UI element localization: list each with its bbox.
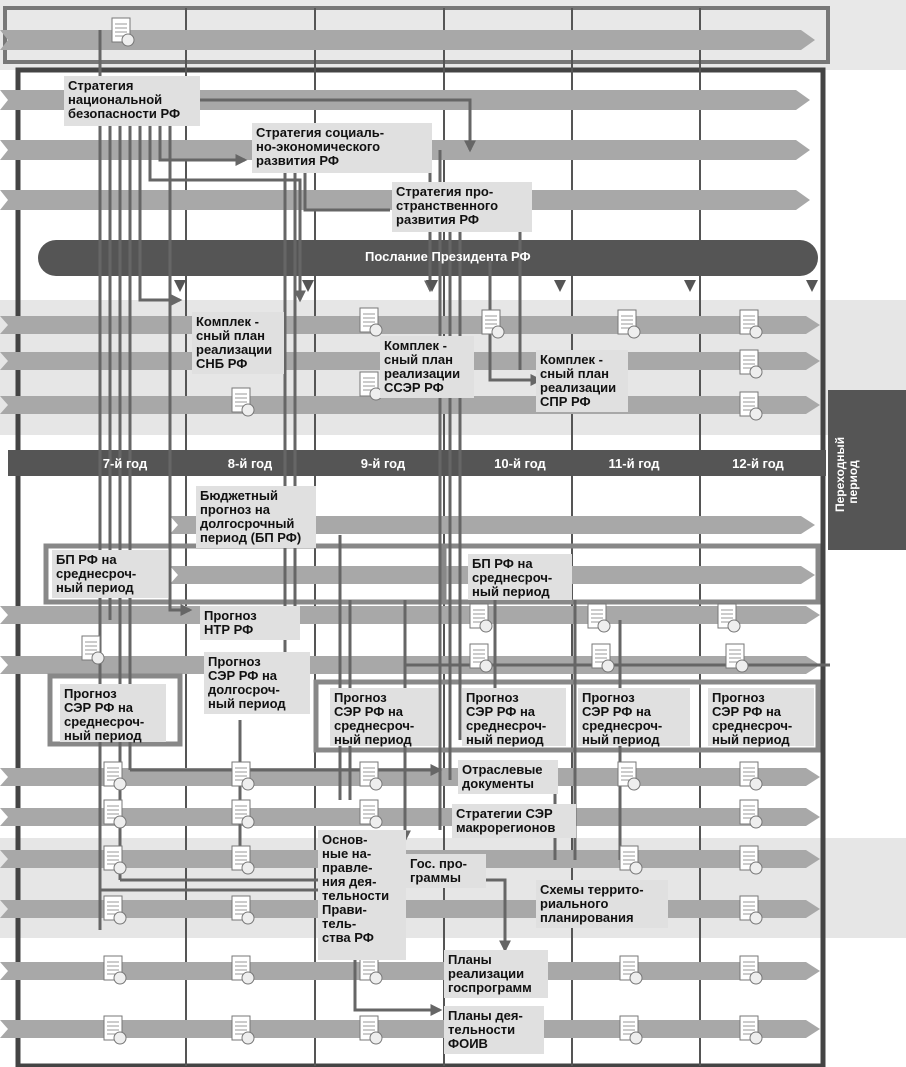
document-icon (103, 761, 127, 791)
message-arrows (174, 280, 818, 292)
flow-arrow (0, 30, 815, 50)
forecast-midterm-7: Прогноз СЭР РФ на среднесроч- ный период (60, 684, 166, 743)
document-icon (739, 349, 763, 379)
main-frame (15, 67, 826, 1067)
message-bar (38, 240, 818, 276)
document-icon (469, 643, 493, 673)
flow-arrow (0, 396, 820, 414)
state-program-plans: Планы реализации госпрограмм (444, 950, 548, 998)
document-icon (103, 1015, 127, 1045)
document-icon (739, 309, 763, 339)
year-10: 10-й год (494, 456, 546, 471)
budget-midterm-2: БП РФ на среднесроч- ный период (468, 554, 572, 600)
document-icon (231, 761, 255, 791)
state-programs: Гос. про- граммы (406, 854, 486, 888)
message-arrow (684, 280, 696, 292)
document-icon (359, 955, 383, 985)
document-icon (231, 1015, 255, 1045)
forecast-longterm: Прогноз СЭР РФ на долгосроч- ный период (204, 652, 310, 714)
document-icon (739, 955, 763, 985)
message-arrow (426, 280, 438, 292)
year-11: 11-й год (608, 456, 660, 471)
year-12: 12-й год (732, 456, 784, 471)
document-icon (619, 1015, 643, 1045)
document-icon (587, 603, 611, 633)
territorial-planning-schemes: Схемы террито- риального планирования (536, 880, 668, 928)
strategy-socio-economic: Стратегия социаль- но-экономического раз… (252, 123, 432, 173)
document-icon (739, 391, 763, 421)
document-icon (725, 643, 749, 673)
forecast-midterm-11: Прогноз СЭР РФ на среднесроч- ный период (578, 688, 690, 747)
document-icon (739, 1015, 763, 1045)
budget-longterm: Бюджетный прогноз на долгосрочный период… (196, 486, 316, 548)
strategy-national-security: Стратегия национальной безопасности РФ (64, 76, 200, 126)
document-icon (617, 761, 641, 791)
flow-arrow (0, 962, 820, 980)
flow-arrow (0, 606, 820, 624)
document-icon (717, 603, 741, 633)
budget-midterm-1: БП РФ на среднесроч- ный период (52, 550, 168, 598)
presidential-message: Послание Президента РФ (365, 249, 531, 264)
document-icon (739, 845, 763, 875)
document-icon (739, 761, 763, 791)
document-icon (111, 17, 135, 47)
document-icon (103, 895, 127, 925)
document-icon (359, 761, 383, 791)
flow-arrow (0, 1020, 820, 1038)
forecast-midterm-10: Прогноз СЭР РФ на среднесроч- ный период (462, 688, 566, 747)
transition-period: Переходный период (833, 436, 860, 512)
document-icon (81, 635, 105, 665)
sector-documents: Отраслевые документы (458, 760, 558, 794)
year-bar (8, 450, 826, 476)
document-icon (231, 955, 255, 985)
macroregion-strategies: Стратегии СЭР макрорегионов (452, 804, 576, 838)
document-icon (231, 895, 255, 925)
document-icon (739, 895, 763, 925)
plan-snb: Комплек - сный план реализации СНБ РФ (192, 312, 284, 374)
document-icon (359, 371, 383, 401)
message-arrow (174, 280, 186, 292)
forecast-ntr: Прогноз НТР РФ (200, 606, 300, 640)
document-icon (617, 309, 641, 339)
document-icon (619, 955, 643, 985)
document-icon (359, 307, 383, 337)
forecast-midterm-9: Прогноз СЭР РФ на среднесроч- ный период (330, 688, 438, 747)
flow-arrow (0, 316, 820, 334)
connectors (98, 30, 830, 1016)
document-icon (231, 387, 255, 417)
year-8: 8-й год (227, 456, 273, 471)
document-icon (591, 643, 615, 673)
message-arrow (806, 280, 818, 292)
strategy-spatial: Стратегия про- странственного развития Р… (392, 182, 532, 232)
group-frames (43, 543, 821, 753)
flow-arrow (170, 516, 815, 534)
document-icon (231, 799, 255, 829)
flow-arrow (0, 808, 820, 826)
document-icon (469, 603, 493, 633)
flow-arrow (0, 768, 820, 786)
document-icon (231, 845, 255, 875)
government-directions: Основ- ные на- правле- ния дея- тельност… (318, 830, 406, 960)
document-icon (359, 799, 383, 829)
year-7: 7-й год (102, 456, 148, 471)
document-icon (103, 845, 127, 875)
document-icon (103, 799, 127, 829)
message-arrow (554, 280, 566, 292)
foiv-activity-plans: Планы дея- тельности ФОИВ (444, 1006, 544, 1054)
document-icon (481, 309, 505, 339)
plan-sser: Комплек - сный план реализации ССЭР РФ (380, 336, 474, 398)
plan-spr: Комплек - сный план реализации СПР РФ (536, 350, 628, 412)
forecast-midterm-12: Прогноз СЭР РФ на среднесроч- ный период (708, 688, 814, 747)
message-arrow (302, 280, 314, 292)
document-icon (359, 1015, 383, 1045)
transition-box (828, 390, 906, 550)
document-icon (103, 955, 127, 985)
year-9: 9-й год (360, 456, 406, 471)
document-icon (619, 845, 643, 875)
document-icon (739, 799, 763, 829)
document-icons (81, 17, 763, 1045)
